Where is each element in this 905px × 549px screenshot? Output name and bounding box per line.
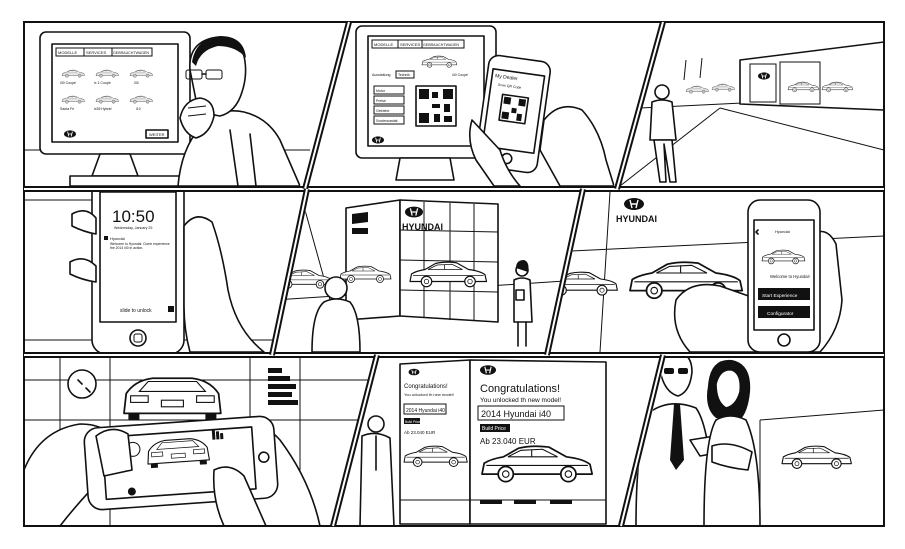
panel-2-qr-scan: MODELLE SERVICES GEBRAUCHTWAGEN Ausstatt…	[355, 25, 615, 186]
build-price-badge: Build Price	[482, 426, 506, 432]
menu-motor[interactable]: Motor	[376, 89, 386, 93]
wall-sign: HYUNDAI	[616, 214, 657, 224]
panel-7-ar-view	[24, 358, 374, 526]
congrats-subline: You unlocked th new model!	[480, 397, 561, 404]
phone-header-title: Hyundai	[775, 229, 790, 234]
qr-code-icon	[415, 85, 457, 127]
weiter-button-label: WEITER	[149, 132, 165, 137]
configurator-label: Configurator	[767, 311, 794, 317]
slide-to-unlock-text[interactable]: slide to unlock	[120, 308, 152, 314]
phone-scan-qr-text: Scan QR Code	[498, 83, 522, 90]
congrats-headline: Congratulations!	[480, 383, 560, 395]
notification[interactable]: Hyundai Welcome to Hyundai. Come experie…	[104, 236, 172, 266]
desktop2-tab-modelle[interactable]: MODELLE	[374, 42, 393, 47]
model-label-4: Santa Fe	[60, 107, 74, 111]
panel-borders	[23, 21, 885, 527]
model-label-5: ix35 Hybrid	[94, 107, 112, 111]
hyundai-logo-icon	[63, 129, 77, 139]
small-build-price-badge[interactable]: Build Price	[405, 420, 420, 424]
desktop2-tab-gebrauchtwagen[interactable]: GEBRAUCHTWAGEN	[423, 43, 459, 47]
model-label-2: ix 1 Coupé	[94, 81, 111, 85]
welcome-text-line: Welcome to Hyundai!	[770, 274, 810, 279]
phone-home-button-2[interactable]	[777, 333, 791, 347]
lockscreen-phone[interactable]: 10:50 Wednesday, January 29 Hyundai Welc…	[91, 166, 185, 354]
lockscreen-time: 10:50	[112, 207, 155, 226]
panel-8-unlocked-model: Congratulations! You unlocked th new mod…	[359, 359, 607, 526]
model-label-6: i10	[136, 107, 141, 111]
weiter-button[interactable]	[145, 129, 169, 139]
price-text: Ab 23.040 EUR	[480, 437, 536, 446]
model-label-1: i30 Coupé	[60, 81, 76, 85]
configurator-button[interactable]	[758, 306, 810, 318]
model-name: 2014 Hyundai i40	[481, 409, 551, 419]
panel-4-lockscreen-notification: 10:50 Wednesday, January 29 Hyundai Welc…	[24, 166, 300, 354]
start-experience-label: Start Experience	[762, 293, 798, 299]
panel-6-welcome-app: HYUNDAI Hyundai Welcome to Hyundai! Star…	[550, 192, 884, 352]
welcome-phone[interactable]: Hyundai Welcome to Hyundai! Start Experi…	[747, 199, 821, 352]
home-button-icon[interactable]	[129, 329, 147, 347]
desktop2-tab-services[interactable]: SERVICES	[400, 42, 420, 47]
bar-graphic-icon	[268, 368, 298, 405]
phone-my-dealer-title: My Dealer	[495, 73, 519, 82]
subtab-ausstattung[interactable]: Ausstattung	[372, 73, 391, 77]
menu-getriebe[interactable]: Getriebe	[376, 109, 389, 113]
small-price: Ab 23.040 EUR	[404, 430, 436, 435]
desktop-tab-gebrauchtwagen[interactable]: GEBRAUCHTWAGEN	[113, 51, 149, 55]
panel-3-dealership-approach	[620, 41, 884, 186]
lockscreen-date: Wednesday, January 29	[114, 226, 152, 230]
panel-9-couple-discussion	[635, 358, 884, 526]
menu-preise[interactable]: Preise	[376, 99, 386, 103]
small-congrats-headline: Congratulations!	[404, 384, 448, 390]
small-congrats-subline: You unlocked th new model!	[404, 392, 454, 397]
back-chevron-icon[interactable]	[755, 229, 759, 235]
small-model-name: 2014 Hyundai i40	[406, 408, 445, 414]
menu-sonderausstattung[interactable]: Sonderausstatt.	[376, 119, 398, 123]
model-label-3: i30	[134, 81, 139, 85]
build-price-button[interactable]	[480, 424, 510, 432]
notification-title: Hyundai	[110, 236, 125, 241]
notification-body: Welcome to Hyundai. Come experience the …	[110, 242, 170, 251]
subtab-i40[interactable]: i40 Coupé	[452, 73, 468, 77]
showroom-sign: HYUNDAI	[402, 222, 443, 232]
desktop-tab-bar: MODELLE SERVICES GEBRAUCHTWAGEN	[55, 47, 153, 57]
desktop-tab-services[interactable]: SERVICES	[86, 50, 106, 55]
desktop-tab-modelle[interactable]: MODELLE	[58, 50, 77, 55]
panel-1-desktop-configurator: MODELLE SERVICES GEBRAUCHTWAGEN i30 Coup…	[24, 31, 330, 186]
subtab-technik[interactable]: Technik	[398, 73, 410, 77]
start-experience-button[interactable]	[758, 288, 810, 300]
